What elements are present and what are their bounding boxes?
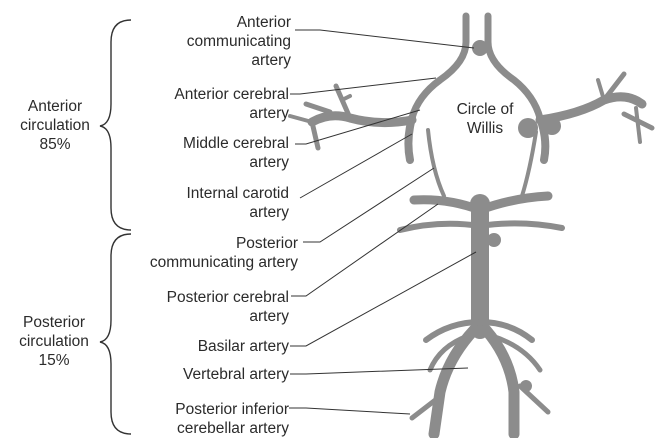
label-line: artery: [186, 203, 289, 222]
anterior-circulation-line1: Anterior: [10, 97, 100, 116]
label-line: artery: [183, 153, 289, 172]
label-line: Posterior cerebral: [167, 288, 289, 307]
label-posterior-communicating-artery: Posterior communicating artery: [150, 234, 298, 272]
anterior-circulation-percent: 85%: [10, 135, 100, 154]
posterior-circulation-label: Posterior circulation 15%: [8, 313, 100, 370]
label-line: artery: [167, 307, 289, 326]
arteries: [290, 16, 652, 434]
label-line: communicating: [187, 32, 291, 51]
label-posterior-cerebral-artery: Posterior cerebral artery: [167, 288, 289, 326]
label-anterior-communicating-artery: Anterior communicating artery: [187, 13, 291, 70]
label-line: Anterior: [187, 13, 291, 32]
label-line: artery: [174, 104, 289, 123]
label-line: Posterior inferior: [175, 400, 289, 419]
label-line: Anterior cerebral: [174, 85, 289, 104]
label-line: Middle cerebral: [183, 134, 289, 153]
label-vertebral-artery: Vertebral artery: [183, 365, 289, 384]
posterior-communicating-right: [522, 132, 536, 196]
label-line: cerebellar artery: [175, 419, 289, 438]
title-line2: Willis: [440, 119, 530, 138]
posterior-circulation-percent: 15%: [8, 351, 100, 370]
anterior-circulation-line2: circulation: [10, 116, 100, 135]
label-posterior-inferior-cerebellar-artery: Posterior inferior cerebellar artery: [175, 400, 289, 438]
label-middle-cerebral-artery: Middle cerebral artery: [183, 134, 289, 172]
label-anterior-cerebral-artery: Anterior cerebral artery: [174, 85, 289, 123]
label-line: artery: [187, 51, 291, 70]
label-line: Posterior: [150, 234, 298, 253]
anterior-circulation-label: Anterior circulation 85%: [10, 97, 100, 154]
label-line: communicating artery: [150, 253, 298, 272]
anterior-brace: [100, 20, 131, 230]
title-line1: Circle of: [440, 100, 530, 119]
posterior-brace: [100, 234, 131, 434]
circle-of-willis-title: Circle of Willis: [440, 100, 530, 138]
label-basilar-artery: Basilar artery: [198, 337, 289, 356]
posterior-communicating-left: [428, 130, 444, 196]
posterior-circulation-line2: circulation: [8, 332, 100, 351]
vertebral-artery-left: [434, 330, 474, 434]
posterior-circulation-line1: Posterior: [8, 313, 100, 332]
label-internal-carotid-artery: Internal carotid artery: [186, 184, 289, 222]
label-line: Internal carotid: [186, 184, 289, 203]
